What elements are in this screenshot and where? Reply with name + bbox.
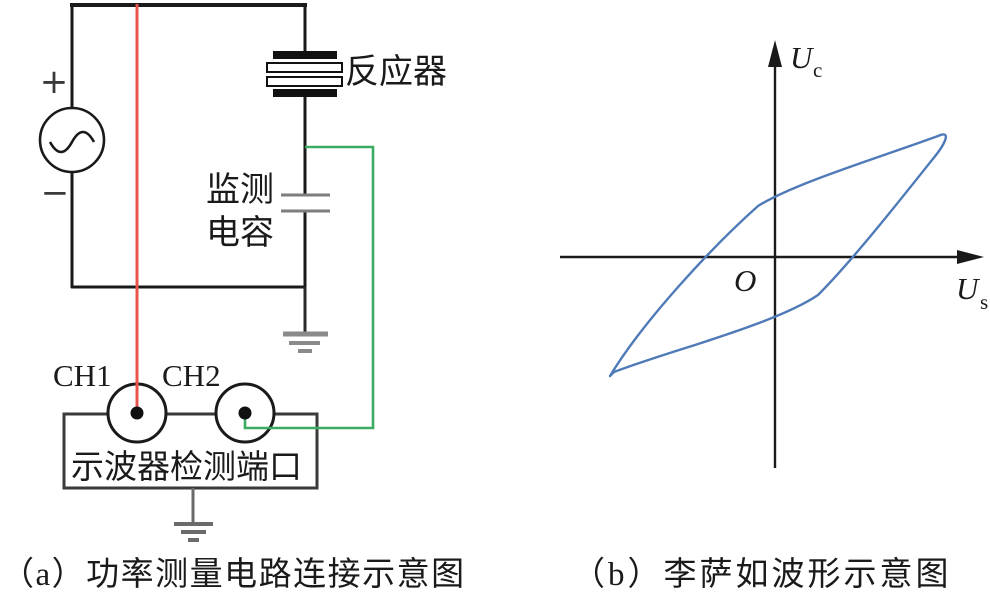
reactor-electrode-top [273,51,337,59]
ac-source: + − [38,62,106,213]
source-minus-label: − [41,173,70,213]
ch2-pin [238,406,252,420]
x-axis-label: U [956,271,981,306]
reactor-dielectric-bottom [266,76,343,87]
y-axis-arrow-icon [768,40,782,67]
ch2-probe-wire [243,145,375,430]
panel-b-caption: （b）李萨如波形示意图 [572,556,952,593]
origin-label: O [734,263,756,298]
oscilloscope-ground-icon [174,488,213,542]
monitor-cap-label-1: 监测 [206,172,274,209]
sine-wave-icon [48,130,96,154]
y-axis-label: U [790,40,815,75]
x-axis-arrow-icon [957,250,984,264]
panel-a-caption: （a）功率测量电路连接示意图 [1,556,466,593]
ch2-label: CH2 [162,358,221,393]
reactor-electrode-bottom [273,89,337,97]
ch1-label: CH1 [53,358,112,393]
reactor-label: 反应器 [345,53,447,91]
source-plus-label: + [40,62,69,102]
y-axis-subscript: c [813,58,822,82]
reactor-symbol [266,51,343,97]
monitor-capacitor-symbol [281,193,330,213]
ch1-pin [130,406,144,420]
circuit-ground-icon [283,287,328,353]
oscilloscope-box [62,412,319,490]
reactor-dielectric-top [266,62,343,73]
panel-a-circuit: + − 反应器 监测 电容 示波器检测端口 CH [1,3,466,593]
x-axis-subscript: s [980,290,988,314]
panel-b-lissajous: U c U s O （b）李萨如波形示意图 [560,40,988,593]
oscilloscope-label: 示波器检测端口 [71,449,302,486]
monitor-cap-label-2: 电容 [206,214,274,252]
lissajous-curve [608,133,947,378]
